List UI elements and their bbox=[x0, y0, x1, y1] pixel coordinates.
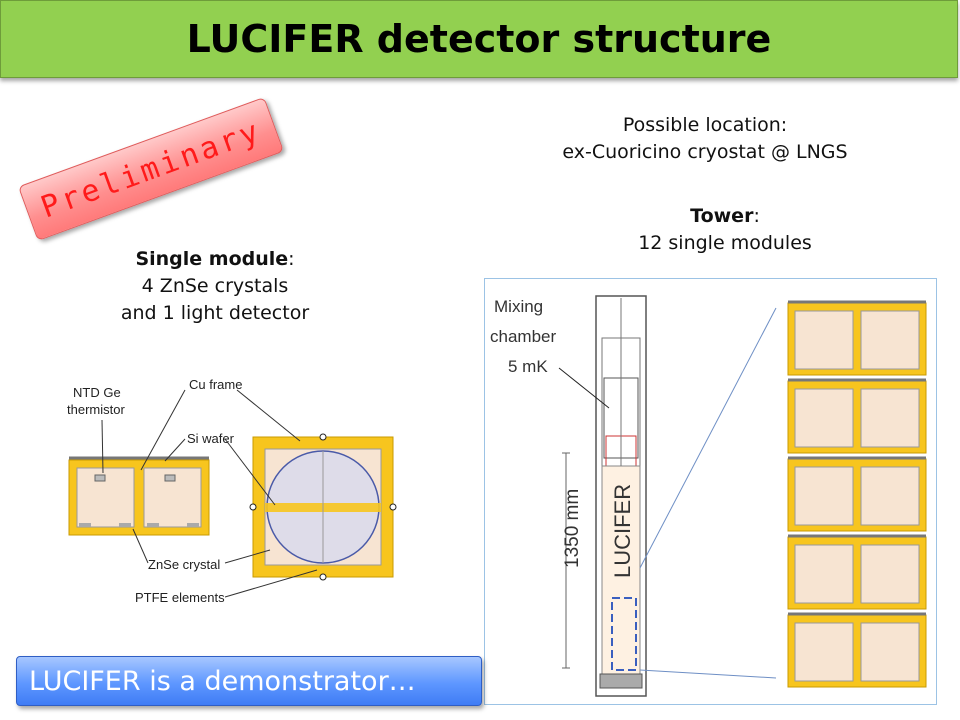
single-module-diagram: NTD Ge thermistor Cu frame Si wafer ZnSe… bbox=[67, 377, 397, 605]
tower-crystal bbox=[794, 544, 854, 604]
location-text: Possible location: ex-Cuoricino cryostat… bbox=[500, 112, 910, 166]
tower-desc: 12 single modules bbox=[638, 232, 812, 254]
tower-crystal bbox=[860, 622, 920, 682]
leader-lines bbox=[101, 389, 318, 598]
location-line2: ex-Cuoricino cryostat @ LNGS bbox=[562, 141, 848, 163]
tower-text: Tower: 12 single modules bbox=[560, 203, 890, 257]
single-module-colon: : bbox=[288, 248, 295, 270]
tower-crystal bbox=[860, 466, 920, 526]
tower-crystal bbox=[794, 466, 854, 526]
slide-title: LUCIFER detector structure bbox=[186, 17, 772, 61]
label-ntd-line1: NTD Ge bbox=[73, 385, 121, 400]
zoom-line-top bbox=[639, 307, 777, 569]
mixing-label-3: 5 mK bbox=[508, 357, 548, 376]
label-znse-crystal: ZnSe crystal bbox=[148, 557, 220, 572]
zoom-line-bottom bbox=[639, 669, 777, 679]
tower-colon: : bbox=[753, 205, 760, 227]
demonstrator-text: LUCIFER is a demonstrator… bbox=[29, 665, 416, 697]
single-module-line1: 4 ZnSe crystals bbox=[141, 275, 289, 297]
preliminary-badge: Preliminary bbox=[17, 96, 285, 242]
single-module-line2: and 1 light detector bbox=[120, 302, 310, 324]
demonstrator-banner: LUCIFER is a demonstrator… bbox=[16, 656, 482, 706]
location-line1: Possible location: bbox=[622, 114, 788, 136]
tower-crystal bbox=[794, 388, 854, 448]
height-label: 1350 mm bbox=[562, 489, 583, 568]
label-ntd-line2: thermistor bbox=[67, 402, 125, 417]
side-view-module bbox=[68, 456, 210, 536]
mixing-label-1: Mixing bbox=[494, 297, 543, 316]
single-module-heading: Single module bbox=[135, 248, 289, 270]
tower-crystal bbox=[794, 622, 854, 682]
tower-heading: Tower bbox=[690, 205, 754, 227]
single-module-text: Single module: 4 ZnSe crystals and 1 lig… bbox=[60, 246, 370, 327]
tower-crystal bbox=[860, 310, 920, 370]
label-ptfe-elements: PTFE elements bbox=[135, 590, 225, 605]
label-si-wafer: Si wafer bbox=[187, 431, 235, 446]
label-cu-frame: Cu frame bbox=[189, 377, 242, 392]
mixing-label-2: chamber bbox=[490, 327, 556, 346]
tower-crystal bbox=[860, 544, 920, 604]
tower-crystal bbox=[794, 310, 854, 370]
tower-stack bbox=[787, 300, 927, 688]
cryostat-drawing bbox=[558, 295, 647, 697]
top-view-module bbox=[249, 433, 397, 581]
tower-crystal bbox=[860, 388, 920, 448]
lucifer-vertical-label: LUCIFER bbox=[610, 484, 635, 578]
title-bar: LUCIFER detector structure bbox=[0, 0, 958, 78]
preliminary-text: Preliminary bbox=[36, 112, 266, 226]
tower-diagram: Mixing chamber 5 mK 1350 mm LUCIFER bbox=[484, 278, 937, 705]
